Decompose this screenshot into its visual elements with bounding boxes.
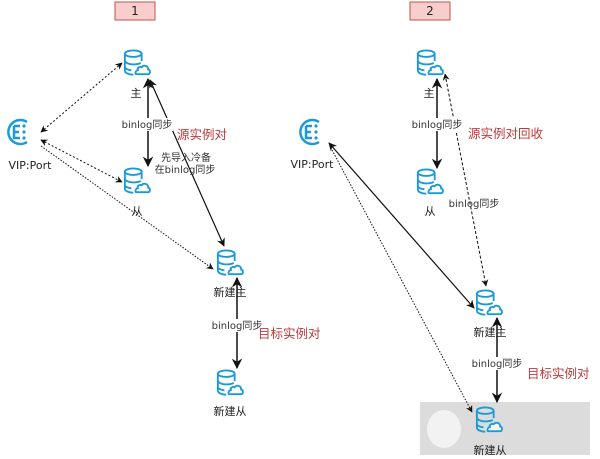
node-label-slave: 从 bbox=[425, 205, 436, 218]
database-cloud-icon[interactable] bbox=[475, 289, 503, 316]
edge-label-new-pair: binlog同步 bbox=[472, 358, 523, 370]
edge-label-import-line2: 在binlog同步 bbox=[155, 164, 216, 176]
database-cloud-icon[interactable] bbox=[216, 369, 244, 396]
node-label-vip: VIP:Port bbox=[291, 158, 335, 171]
node-label-new-slave: 新建从 bbox=[474, 443, 507, 457]
node-label-new-master: 新建主 bbox=[214, 285, 247, 299]
edge-vip-new-master bbox=[40, 145, 214, 270]
panel-number: 1 bbox=[131, 4, 139, 18]
panel-number: 2 bbox=[426, 4, 434, 18]
panel-1: 1 VIP:Port 主 从 新建主 新建从 binlog同步 先导入冷备 在b… bbox=[7, 1, 321, 418]
group-label-target: 目标实例对 bbox=[258, 326, 321, 341]
database-cloud-icon[interactable] bbox=[123, 167, 151, 194]
node-label-master: 主 bbox=[424, 87, 435, 100]
group-label-source: 源实例对回收 bbox=[468, 126, 544, 141]
load-balancer-icon[interactable] bbox=[7, 118, 29, 146]
group-label-target: 目标实例对 bbox=[527, 366, 590, 381]
edge-label-master-slave: binlog同步 bbox=[122, 119, 173, 131]
group-label-source: 源实例对 bbox=[177, 127, 227, 142]
database-cloud-icon[interactable] bbox=[416, 49, 444, 76]
edge-vip-slave bbox=[40, 139, 123, 183]
edge-label-import-line1: 先导入冷备 bbox=[161, 151, 211, 164]
database-cloud-icon[interactable] bbox=[123, 49, 151, 76]
panel-number-box bbox=[409, 1, 451, 21]
database-cloud-icon[interactable] bbox=[216, 249, 244, 276]
edge-label-new-pair: binlog同步 bbox=[212, 320, 263, 332]
edge-label-master-new-master: binlog同步 bbox=[449, 198, 500, 210]
edge-vip-master bbox=[40, 62, 123, 133]
edge-master-new-master bbox=[149, 79, 225, 247]
edge-vip-new-master bbox=[328, 142, 475, 309]
panel-number-box bbox=[114, 1, 156, 21]
node-label-new-slave: 新建从 bbox=[214, 404, 247, 418]
node-label-master: 主 bbox=[131, 87, 142, 100]
node-label-slave: 从 bbox=[132, 205, 143, 218]
database-cloud-icon[interactable] bbox=[416, 168, 444, 195]
node-label-new-master: 新建主 bbox=[474, 325, 507, 339]
panel-2: 2 VIP:Port 主 从 新建主 新建从 binlog同步 binlog同步… bbox=[291, 1, 590, 457]
edge-label-master-slave: binlog同步 bbox=[412, 119, 463, 131]
load-balancer-icon[interactable] bbox=[299, 118, 321, 146]
edge-master-new-master bbox=[442, 73, 489, 287]
watermark bbox=[420, 402, 590, 455]
node-label-vip: VIP:Port bbox=[9, 159, 53, 172]
